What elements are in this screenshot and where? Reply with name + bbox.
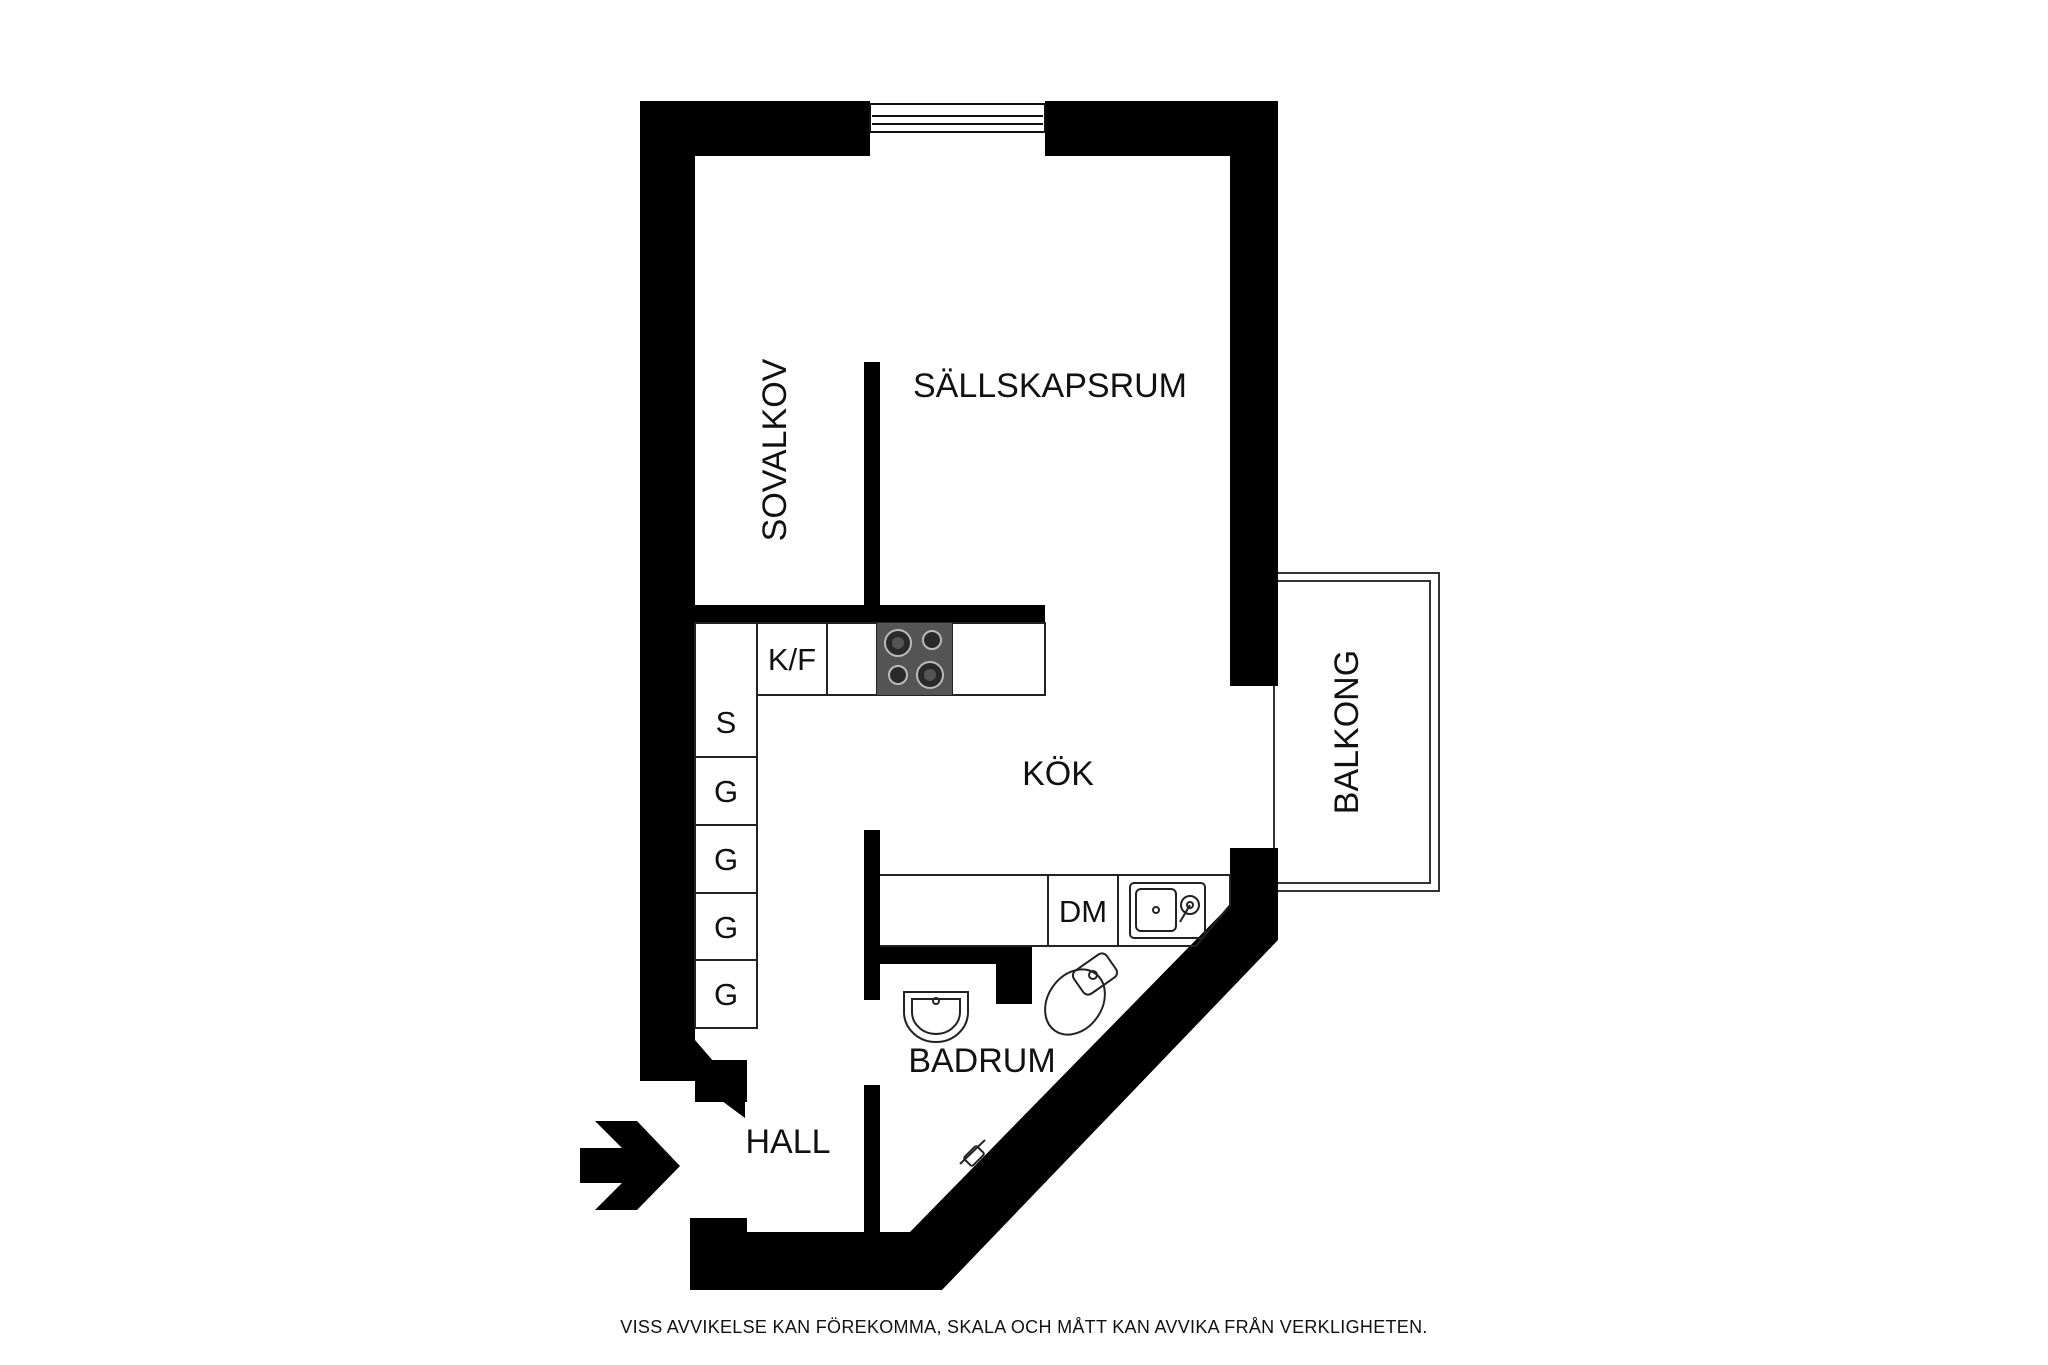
outer-walls bbox=[640, 101, 1278, 1290]
interior-walls bbox=[695, 362, 1045, 1235]
entrance-arrow-icon bbox=[580, 1121, 680, 1210]
wardrobe-label-4: G bbox=[714, 977, 738, 1012]
sink-icon bbox=[1129, 882, 1206, 939]
room-label-kok: KÖK bbox=[1022, 755, 1094, 793]
kitchen-lower-counter bbox=[880, 874, 1231, 947]
shower-mixer-icon bbox=[959, 1139, 986, 1167]
wardrobe-label-3: G bbox=[714, 910, 738, 945]
dishwasher-label: DM bbox=[1059, 894, 1107, 929]
room-label-badrum: BADRUM bbox=[908, 1042, 1055, 1080]
fridge-freezer-label: K/F bbox=[768, 642, 816, 677]
window-icon bbox=[869, 103, 1046, 133]
room-label-hall: HALL bbox=[745, 1123, 830, 1161]
storage-column bbox=[694, 622, 758, 1029]
wardrobe-label-1: G bbox=[714, 774, 738, 809]
room-label-sovalkov: SOVALKOV bbox=[756, 358, 794, 541]
stove-icon bbox=[877, 623, 952, 695]
toilet-icon bbox=[1044, 952, 1119, 1036]
balcony bbox=[1273, 572, 1440, 892]
wardrobe-label-2: G bbox=[714, 842, 738, 877]
storage-label: S bbox=[716, 705, 737, 740]
washbasin-icon bbox=[903, 991, 969, 1043]
room-label-balkong: BALKONG bbox=[1328, 650, 1366, 814]
room-label-sallskapsrum: SÄLLSKAPSRUM bbox=[913, 367, 1187, 405]
disclaimer-text: VISS AVVIKELSE KAN FÖREKOMMA, SKALA OCH … bbox=[620, 1317, 1427, 1337]
